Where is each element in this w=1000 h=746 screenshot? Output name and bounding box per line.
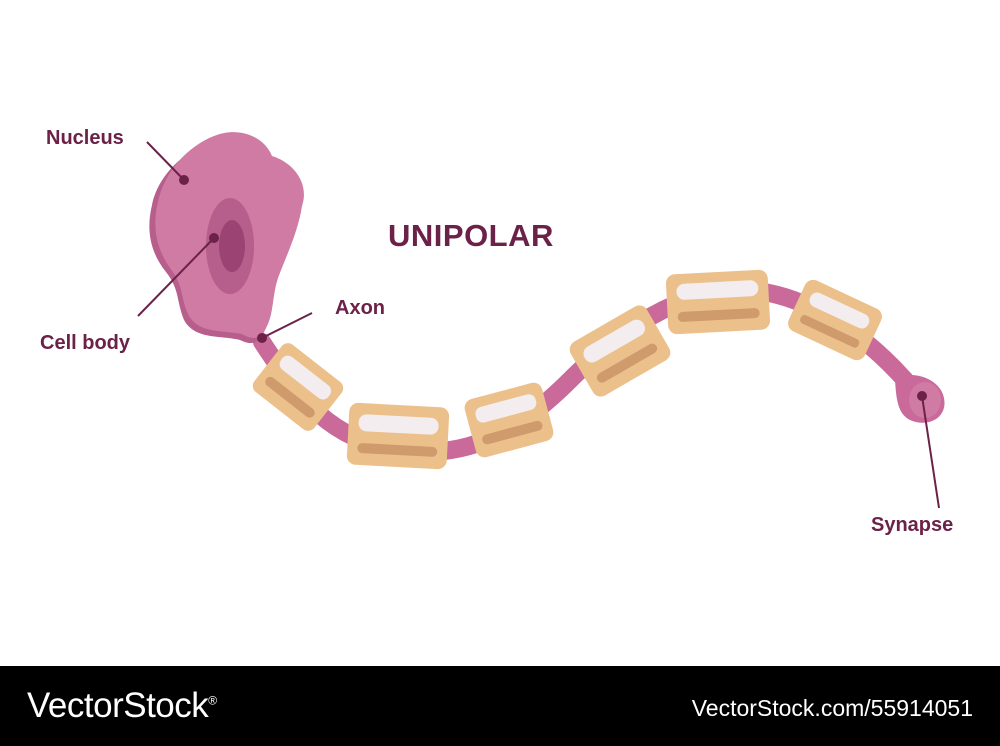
label-cell-body: Cell body [40,332,131,354]
myelin-sheath-4 [569,305,671,397]
label-nucleus: Nucleus [46,127,124,149]
brand-logo: VectorStock® [27,686,217,726]
nucleus-inner [219,220,245,272]
registered-mark: ® [208,693,217,708]
brand-name: VectorStock [27,686,209,725]
image-id: VectorStock.com/55914051 [691,695,973,721]
myelin-sheath-1 [252,343,344,431]
myelin-sheath-3 [464,382,554,458]
leader-axon [257,312,313,343]
myelin-sheath-5 [665,269,771,335]
neuron-illustration [137,132,945,509]
leader-synapse [917,391,940,509]
myelin-sheath-2 [346,402,450,470]
label-axon: Axon [335,297,385,319]
label-synapse: Synapse [871,514,954,536]
myelin-sheath-6 [788,279,882,361]
leader-nucleus [146,141,189,185]
leader-cell-body [137,233,219,317]
watermark-footer: VectorStock® VectorStock.com/55914051 [0,666,1000,746]
diagram-title: UNIPOLAR [388,218,554,253]
neuron-diagram: UNIPOLAR Nucleus Cell body Axon Synapse [40,127,954,536]
